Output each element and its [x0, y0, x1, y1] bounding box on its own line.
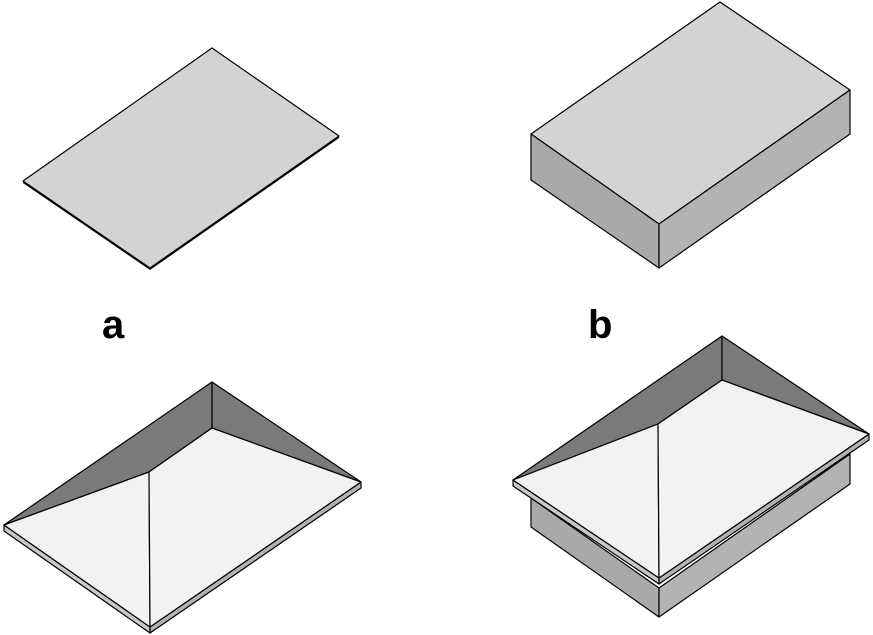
box-right-face — [658, 89, 851, 269]
roof-front-right-slope — [148, 427, 362, 628]
roof-front-right-slope — [657, 379, 870, 579]
base-box-right-face — [658, 453, 851, 618]
box-shape — [530, 1, 851, 269]
label-b: b — [588, 303, 612, 347]
label-a: a — [102, 303, 125, 347]
hip-roof-on-box-shape — [512, 335, 870, 618]
flat-plane-thickness — [23, 136, 339, 270]
flat-plane-shape — [22, 47, 340, 270]
hip-roof-on-slab-shape — [3, 381, 362, 634]
flat-plane-face — [22, 47, 340, 269]
